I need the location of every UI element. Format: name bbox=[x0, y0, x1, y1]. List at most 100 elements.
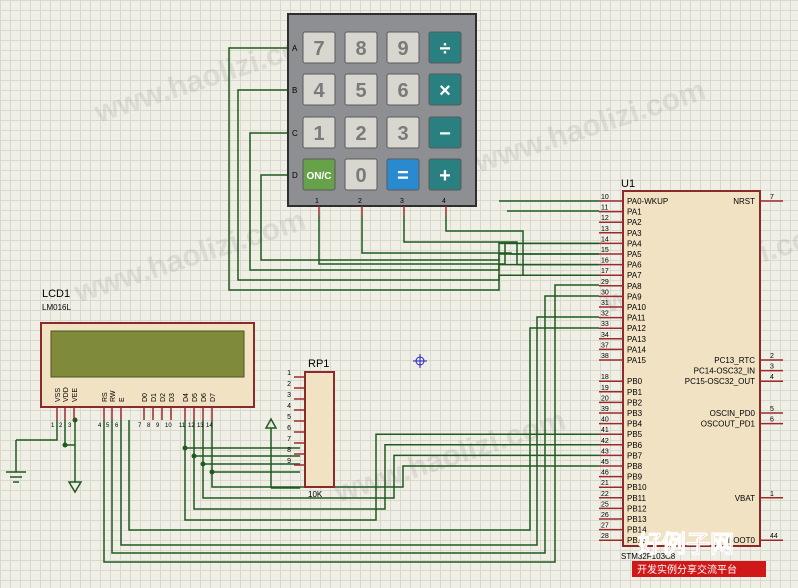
keypad-row-label: A bbox=[292, 44, 298, 53]
key-face bbox=[386, 73, 420, 106]
lcd-pin-label: E bbox=[119, 397, 126, 402]
lcd-pin-number: 4 bbox=[98, 423, 102, 429]
lcd-e2-wire bbox=[128, 327, 599, 531]
mcu-pin-label: BOOT0 bbox=[728, 536, 756, 545]
key-face bbox=[428, 31, 462, 64]
mcu-pin-label: PA1 bbox=[627, 208, 642, 217]
keypad-col-wire bbox=[318, 216, 599, 265]
rp-pin-number: 2 bbox=[287, 381, 291, 388]
mcu-pin-number: 18 bbox=[601, 374, 609, 381]
mcu-pin-number: 43 bbox=[601, 448, 609, 455]
keypad-col-wire bbox=[445, 216, 599, 276]
keypad-key[interactable]: ON/C bbox=[302, 158, 336, 191]
lcd-pin-number: 14 bbox=[206, 423, 213, 429]
key-face bbox=[386, 116, 420, 149]
keypad-key[interactable]: 8 bbox=[344, 31, 378, 64]
key-label: = bbox=[397, 165, 409, 187]
lcd-pin-number: 3 bbox=[68, 423, 72, 429]
rp-pin-number: 4 bbox=[287, 403, 291, 410]
key-label: 5 bbox=[355, 80, 366, 102]
brand-badge: 好例子网 开发实例分享交流平台 bbox=[632, 531, 766, 577]
mcu-pin-label: PB3 bbox=[627, 409, 643, 418]
key-label: 6 bbox=[397, 80, 408, 102]
keypad-row-wire bbox=[237, 89, 599, 281]
mcu-pin-label: PB12 bbox=[627, 504, 647, 513]
rp-name: RP1 bbox=[308, 358, 329, 370]
mcu-pin-number: 16 bbox=[601, 258, 609, 265]
key-face bbox=[302, 73, 336, 106]
key-face bbox=[344, 158, 378, 191]
mcu-pin-number: 14 bbox=[601, 236, 609, 243]
power-terminal-symbol bbox=[264, 417, 300, 489]
mcu-pin-label: PA6 bbox=[627, 261, 642, 270]
keypad-key[interactable]: × bbox=[428, 73, 462, 106]
key-label: × bbox=[439, 80, 451, 102]
crosshair-marker bbox=[413, 354, 427, 368]
key-label: 4 bbox=[313, 80, 325, 102]
keypad-key[interactable]: 2 bbox=[344, 116, 378, 149]
lcd-model: LM016L bbox=[42, 303, 71, 312]
lcd-pin-label: D0 bbox=[142, 393, 149, 402]
keypad-key[interactable]: = bbox=[386, 158, 420, 191]
mcu-pin-number: 38 bbox=[601, 353, 609, 360]
keypad-key[interactable]: 4 bbox=[302, 73, 336, 106]
mcu-pin-label: PB14 bbox=[627, 526, 647, 535]
key-label: 2 bbox=[355, 123, 366, 145]
keypad-row-label: C bbox=[292, 129, 298, 138]
keypad-key[interactable]: 7 bbox=[302, 31, 336, 64]
mcu-pin-label: PB4 bbox=[627, 420, 643, 429]
rp-pin-number: 7 bbox=[287, 436, 291, 443]
mcu-pin-label: NRST bbox=[733, 197, 755, 206]
keypad-key[interactable]: − bbox=[428, 116, 462, 149]
lcd-pin-label: D2 bbox=[160, 393, 167, 402]
rp-pin-number: 6 bbox=[287, 425, 291, 432]
lcd-pin-label: D5 bbox=[192, 393, 199, 402]
rp-pin-number: 8 bbox=[287, 447, 291, 454]
keypad-key[interactable]: + bbox=[428, 158, 462, 191]
mcu-pin-number: 34 bbox=[601, 332, 609, 339]
mcu-name: U1 bbox=[621, 178, 635, 190]
mcu-pin-label: PA15 bbox=[627, 356, 647, 365]
mcu-pin-number: 33 bbox=[601, 321, 609, 328]
mcu-pin-number: 30 bbox=[601, 289, 609, 296]
mcu-pin-label: PA3 bbox=[627, 229, 642, 238]
lcd-pin-label: RS bbox=[102, 392, 109, 402]
keypad-key[interactable]: 0 bbox=[344, 158, 378, 191]
mcu-pin-number: 20 bbox=[601, 395, 609, 402]
mcu-pin-number: 1 bbox=[770, 491, 774, 498]
key-face bbox=[302, 158, 336, 191]
lcd-name: LCD1 bbox=[42, 288, 70, 300]
keypad-key[interactable]: 9 bbox=[386, 31, 420, 64]
mcu-pin-number: 13 bbox=[601, 226, 609, 233]
junction-dot bbox=[62, 442, 68, 448]
keypad-key[interactable]: 3 bbox=[386, 116, 420, 149]
keypad-key[interactable]: 6 bbox=[386, 73, 420, 106]
ground-symbol bbox=[6, 440, 26, 483]
mcu-pin-label: PB2 bbox=[627, 398, 643, 407]
keypad-key[interactable]: 5 bbox=[344, 73, 378, 106]
brand-title: 好例子网 bbox=[637, 531, 734, 558]
lcd-pin-number: 2 bbox=[59, 423, 63, 429]
lcd-pin-number: 5 bbox=[106, 423, 110, 429]
keypad-key[interactable]: 1 bbox=[302, 116, 336, 149]
key-face bbox=[302, 31, 336, 64]
mcu-pin-number: 19 bbox=[601, 385, 609, 392]
mcu-pin-number: 26 bbox=[601, 512, 609, 519]
lcd-component[interactable]: LCD1 LM016L VSS1VDD2VEE3RS4RW5E6D07D18D2… bbox=[40, 288, 255, 429]
keypad-col-label: 3 bbox=[400, 198, 404, 205]
mcu-pin-number: 27 bbox=[601, 523, 609, 530]
mcu-pin-number: 29 bbox=[601, 279, 609, 286]
key-label: + bbox=[439, 165, 451, 187]
mcu-pin-label: VBAT bbox=[735, 494, 755, 503]
mcu-pin-label: PB9 bbox=[627, 473, 643, 482]
keypad-key[interactable]: ÷ bbox=[428, 31, 462, 64]
mcu-pin-label: PB13 bbox=[627, 515, 647, 524]
